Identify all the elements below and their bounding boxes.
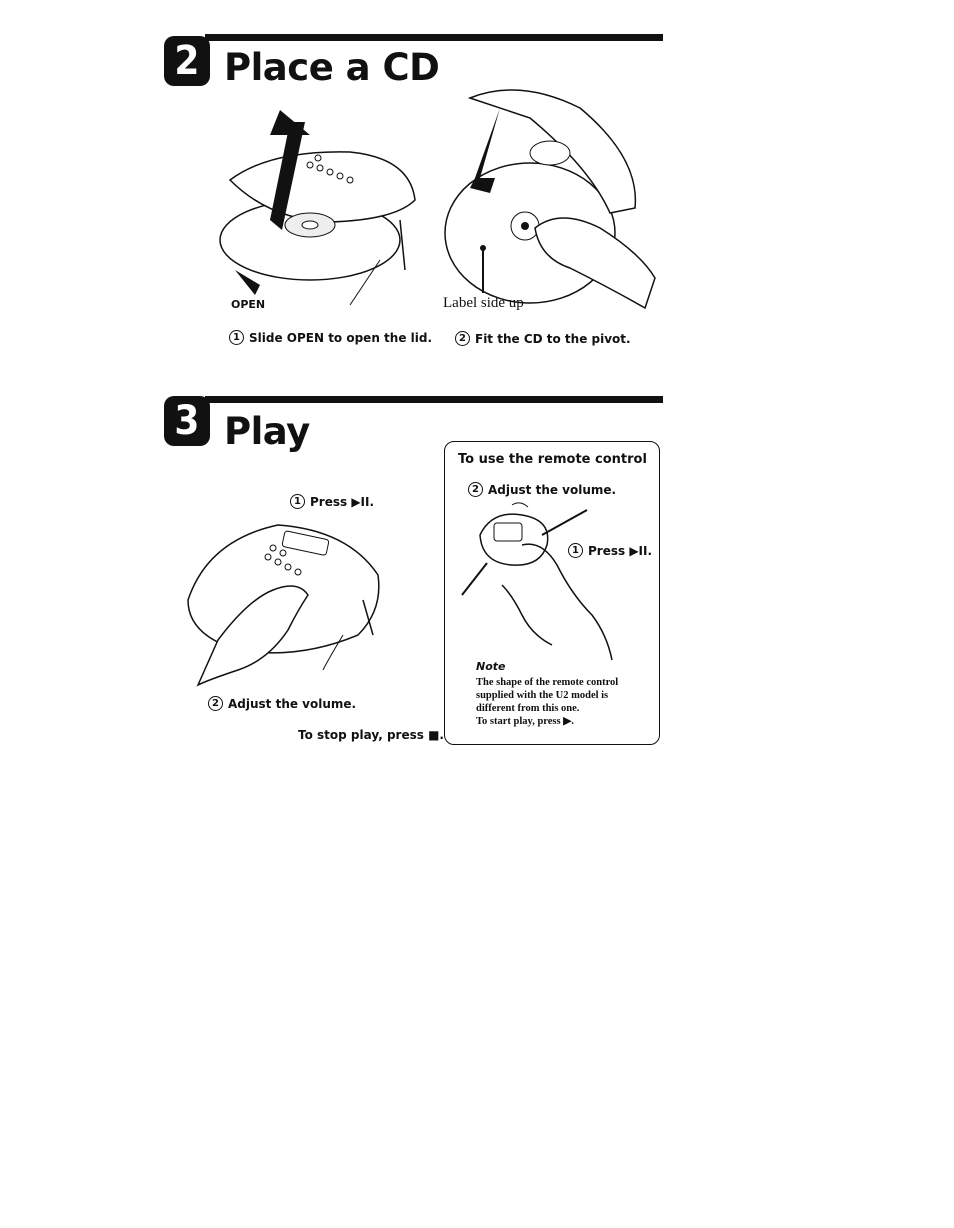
step-badge-2: 2 [164,36,210,86]
note-line: To start play, press ▶. [476,716,574,727]
note-body: The shape of the remote control supplied… [476,676,618,728]
label-side-up: Label side up [443,295,524,311]
step-badge-3: 3 [164,396,210,446]
step-number-1: 1 [229,330,244,345]
fit-cd-illustration [444,89,656,310]
press-play-illustration [187,524,380,687]
step-place-2: 2 Fit the CD to the pivot. [455,331,631,346]
open-label: OPEN [231,298,266,311]
remote-step-1: 1 Press ▶II. [568,543,652,558]
step-number-2: 2 [468,482,483,497]
note-line: supplied with the U2 model is [476,690,609,701]
step-number-2: 2 [208,696,223,711]
step-play-1-text: Press ▶II. [310,494,375,509]
step-number-2: 2 [455,331,470,346]
section-rule-play [205,396,663,403]
step-place-2-text: Fit the CD to the pivot. [475,331,631,346]
remote-control-box [444,441,660,745]
step-play-2: 2 Adjust the volume. [208,696,356,711]
step-play-1: 1 Press ▶II. [290,494,374,509]
remote-step-2: 2 Adjust the volume. [468,482,616,497]
heading-place-cd: Place a CD [224,46,440,89]
step-number-1: 1 [290,494,305,509]
remote-box-title: To use the remote control [458,452,647,467]
step-number-1: 1 [568,543,583,558]
remote-step-2-text: Adjust the volume. [488,482,617,497]
note-line: The shape of the remote control [476,677,619,688]
stop-play-text: To stop play, press ■. [298,728,444,742]
step-place-1-text: Slide OPEN to open the lid. [249,330,433,345]
heading-play: Play [224,410,310,453]
step-place-1: 1 Slide OPEN to open the lid. [229,330,432,345]
step-play-2-text: Adjust the volume. [228,696,357,711]
section-rule-place [205,34,663,41]
player-open-illustration [219,110,416,306]
note-label: Note [476,660,506,673]
note-line: different from this one. [476,703,580,714]
remote-step-1-text: Press ▶II. [588,543,653,558]
remote-control-illustration [461,502,613,661]
